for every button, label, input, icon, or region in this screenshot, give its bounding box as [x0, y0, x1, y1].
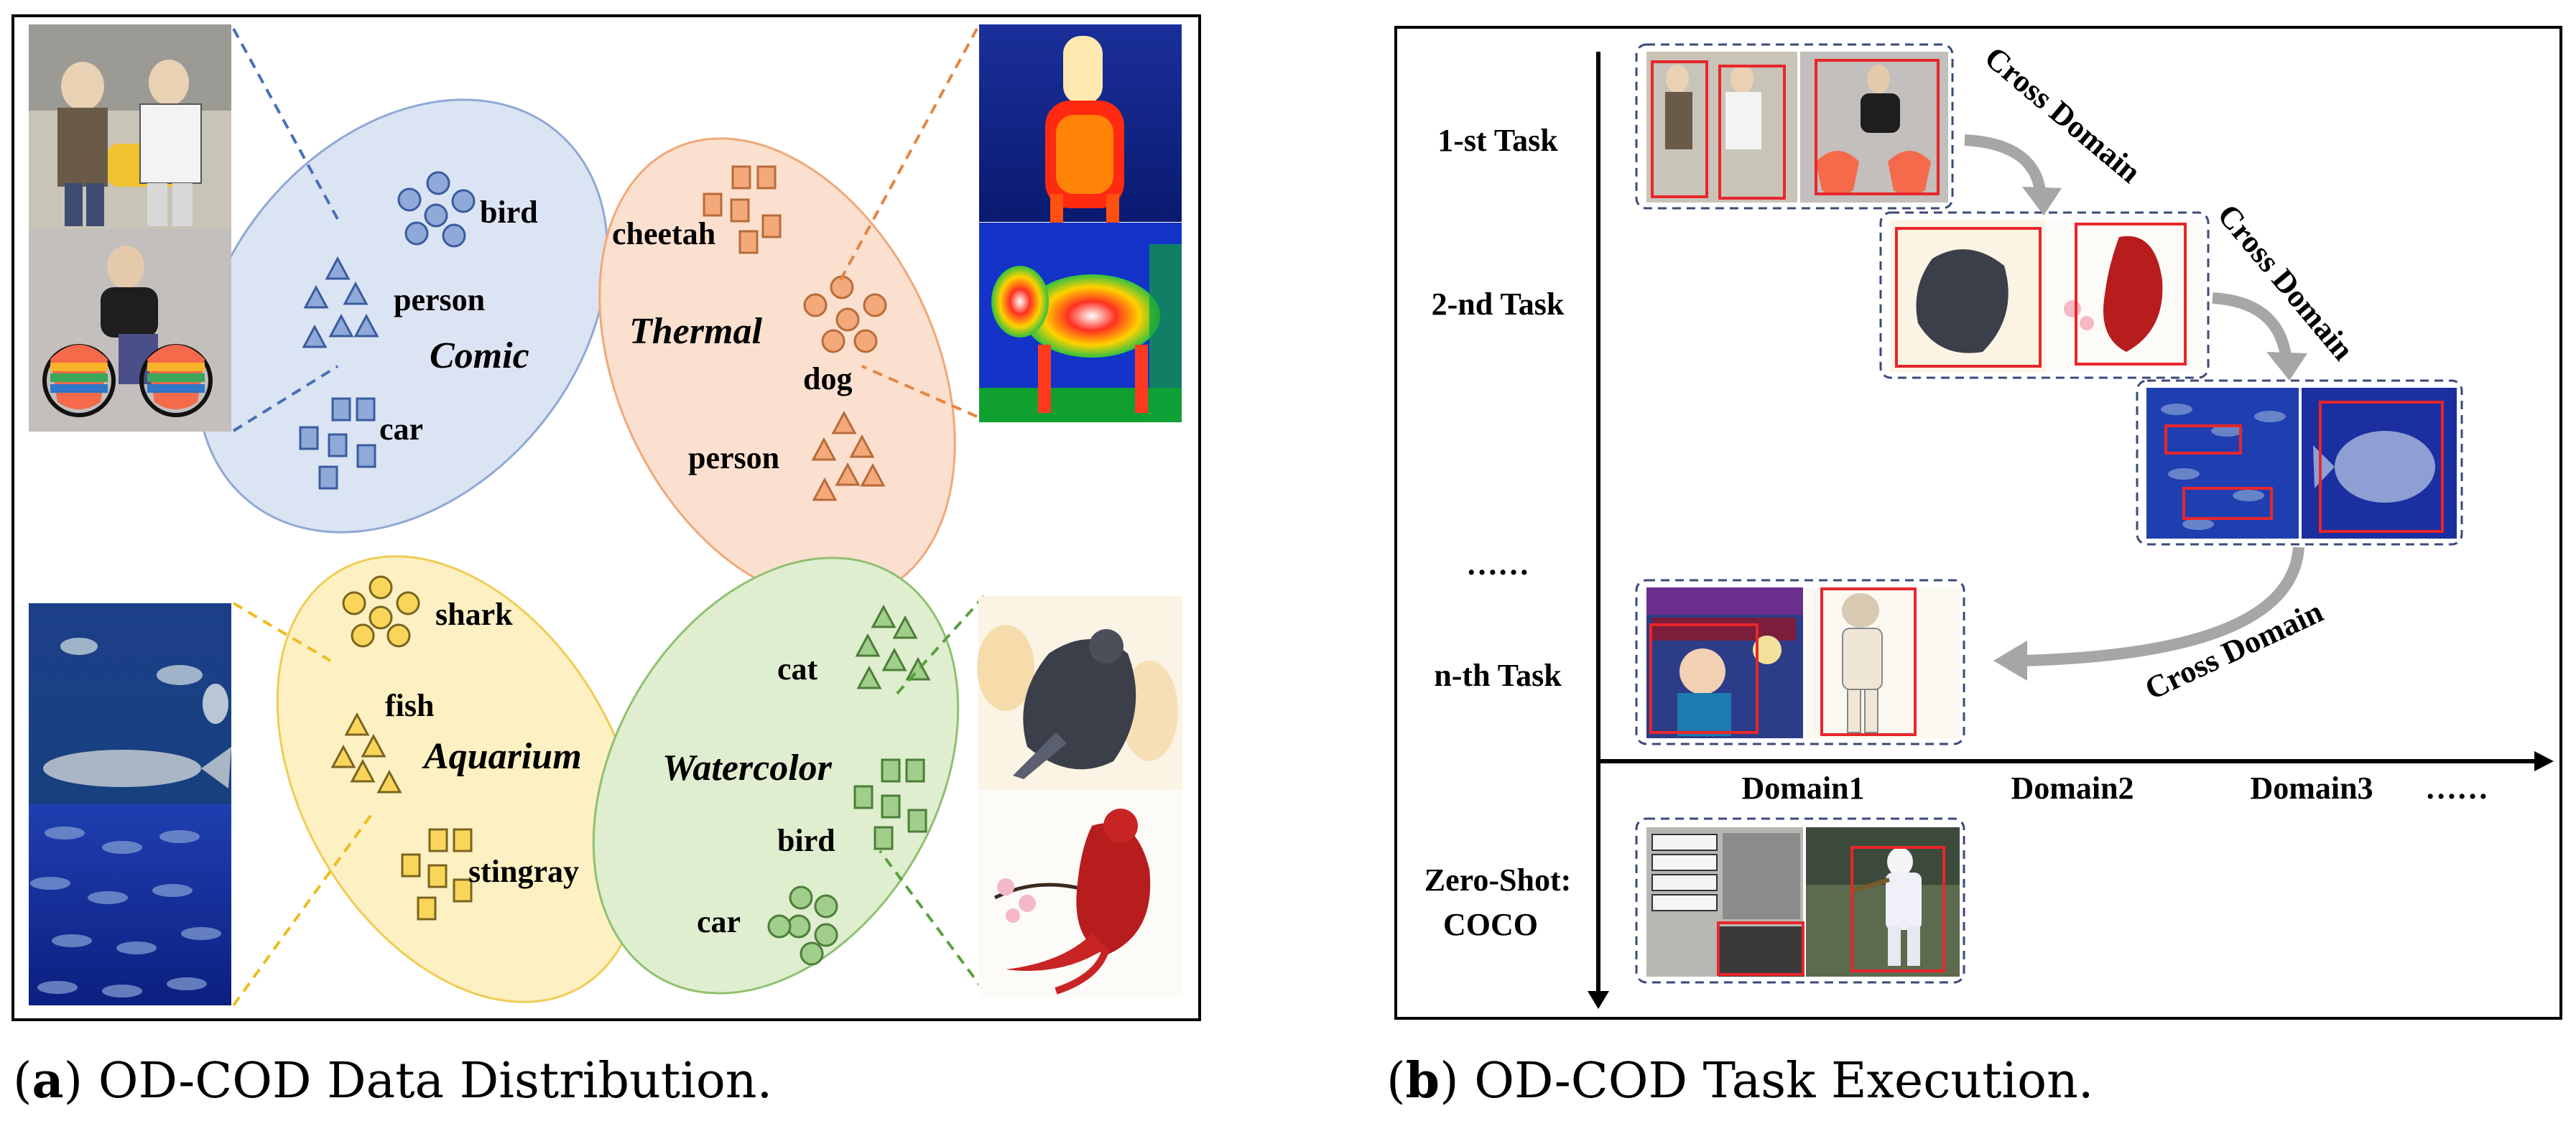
- aquarium-image-bottom: [29, 804, 231, 1005]
- comic-car-label: car: [379, 411, 423, 447]
- watercolor-domain-label: Watercolor: [662, 748, 833, 789]
- watercolor-image-top: [977, 596, 1182, 790]
- comic-image-bottom: [29, 229, 231, 432]
- watercolor-bird-markers: [853, 758, 927, 850]
- domain-2-label: Domain2: [2011, 771, 2133, 806]
- task-1-label: 1-st Task: [1437, 123, 1558, 158]
- task-3-aquarium-image-b: [2302, 388, 2457, 539]
- task-ellipsis-label: ……: [1466, 546, 1529, 582]
- cross-domain-arrowhead-1: [2022, 187, 2062, 215]
- task-2-group: [1879, 211, 2210, 379]
- aquarium-fish-label: fish: [385, 688, 434, 723]
- zero-shot-coco-image-b: [1806, 827, 1960, 977]
- aquarium-leader-bottom: [232, 810, 375, 1007]
- caption-a-letter: a: [32, 1052, 64, 1110]
- watercolor-image-bottom: [978, 790, 1182, 998]
- zero-shot-coco-image-a: [1646, 827, 1804, 977]
- watercolor-cluster: [592, 557, 960, 995]
- aquarium-stingray-markers: [401, 828, 473, 921]
- zero-shot-label: Zero-Shot:: [1424, 862, 1572, 898]
- task-1-comic-image-b: [1800, 52, 1948, 203]
- domain-ellipsis-label: ……: [2425, 771, 2488, 806]
- thermal-cheetah-markers: [703, 165, 782, 254]
- thermal-image-top: [979, 24, 1182, 223]
- comic-leader-top: [232, 28, 339, 220]
- zero-shot-group: [1635, 817, 1965, 984]
- cross-domain-arrowhead-3: [1993, 641, 2027, 681]
- watercolor-car-label: car: [697, 904, 741, 939]
- caption-a-text: OD-COD Data Distribution.: [83, 1053, 773, 1110]
- aquarium-shark-markers: [342, 575, 420, 648]
- horizontal-axis-arrowhead: [2534, 751, 2554, 771]
- watercolor-leader-top: [893, 595, 986, 698]
- thermal-leader-bottom: [861, 365, 978, 418]
- cross-domain-arrow-2: [2212, 292, 2292, 357]
- cross-domain-arrow-1: [1964, 134, 2046, 192]
- aquarium-shark-label: shark: [435, 597, 513, 632]
- comic-leader-bottom: [232, 365, 339, 432]
- aquarium-stingray-label: stingray: [468, 854, 579, 889]
- comic-person-label: person: [394, 282, 485, 317]
- thermal-cheetah-label: cheetah: [612, 216, 715, 251]
- caption-b-letter: b: [1405, 1052, 1440, 1110]
- watercolor-cat-label: cat: [777, 651, 818, 687]
- task-1-group: [1635, 43, 1954, 210]
- domain-1-label: Domain1: [1741, 771, 1864, 806]
- domain-3-label: Domain3: [2250, 771, 2373, 806]
- aquarium-cluster: [276, 555, 644, 1003]
- thermal-dog-markers: [803, 275, 887, 353]
- comic-bird-label: bird: [480, 195, 538, 230]
- comic-cluster: [195, 98, 609, 534]
- task-n-book-image: [1646, 587, 1803, 738]
- vertical-axis-arrowhead: [1588, 991, 1609, 1009]
- thermal-person-markers: [811, 410, 886, 501]
- comic-car-markers: [299, 397, 376, 490]
- thermal-domain-label: Thermal: [629, 311, 762, 352]
- task-2-label: 2-nd Task: [1432, 287, 1565, 322]
- watercolor-bird-label: bird: [777, 823, 835, 858]
- comic-image-top: [29, 24, 231, 229]
- thermal-image-bottom: [979, 223, 1182, 422]
- task-n-group: [1635, 579, 1965, 745]
- task-n-sketch-image: [1806, 587, 1960, 738]
- task-3-group: [2136, 379, 2463, 546]
- task-n-label: n-th Task: [1434, 658, 1562, 693]
- comic-person-markers: [302, 256, 379, 348]
- task-2-watercolor-image-a: [1891, 220, 2045, 372]
- caption-b: (b) OD-COD Task Execution.: [1386, 1052, 2094, 1110]
- comic-bird-markers: [397, 171, 476, 248]
- aquarium-leader-top: [232, 602, 332, 662]
- thermal-leader-top: [839, 28, 978, 281]
- zero-shot-dataset-label: COCO: [1443, 907, 1538, 942]
- aquarium-image-top: [29, 603, 231, 804]
- watercolor-car-markers: [767, 885, 838, 966]
- thermal-person-label: person: [688, 440, 779, 475]
- caption-b-text: OD-COD Task Execution.: [1458, 1053, 2094, 1110]
- task-1-comic-image-a: [1646, 52, 1797, 203]
- comic-domain-label: Comic: [430, 335, 529, 376]
- caption-a: (a) OD-COD Data Distribution.: [13, 1052, 773, 1110]
- task-2-watercolor-image-b: [2048, 220, 2203, 372]
- watercolor-leader-bottom: [879, 850, 986, 992]
- aquarium-domain-label: Aquarium: [422, 736, 582, 777]
- thermal-dog-label: dog: [803, 361, 852, 396]
- task-3-aquarium-image-a: [2146, 388, 2299, 539]
- aquarium-fish-markers: [330, 712, 402, 794]
- cross-domain-arrow-3: [2021, 546, 2304, 666]
- cross-domain-arrowhead-2: [2266, 352, 2307, 381]
